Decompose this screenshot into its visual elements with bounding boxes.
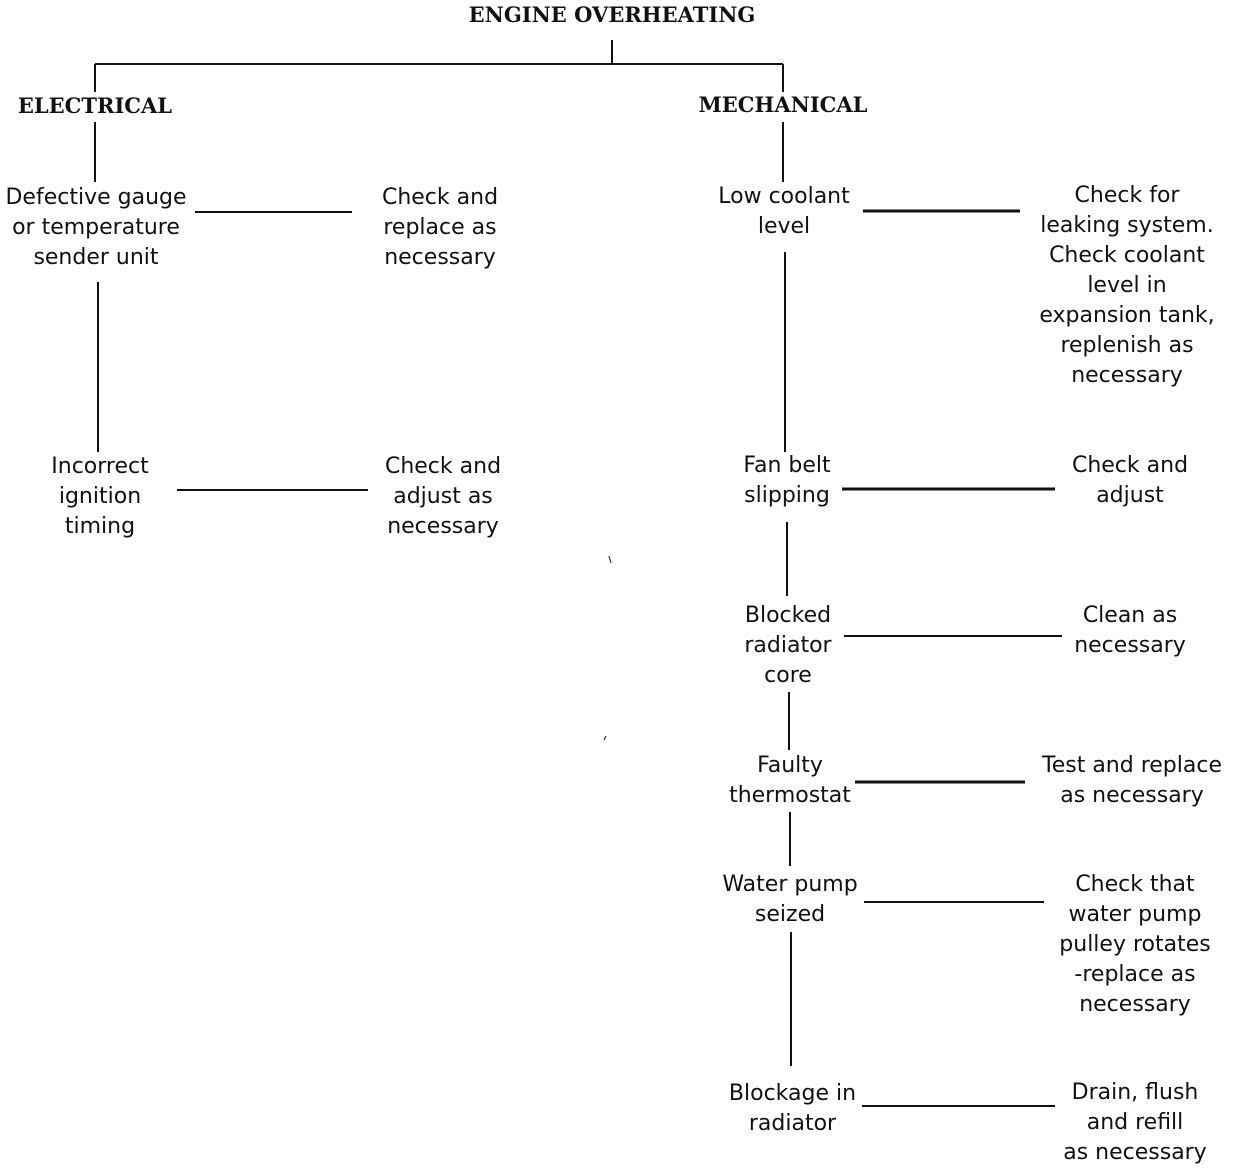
branch-label-mechanical: MECHANICAL [698,92,868,117]
remedy-node: Check for leaking system. Check coolant … [1039,183,1215,388]
remedy-node: Check that water pump pulley rotates -re… [1059,872,1211,1017]
cause-node: Defective gauge or temperature sender un… [5,185,187,270]
cause-node: Low coolant level [718,184,850,239]
scan-mark [608,555,612,564]
diagram-title: ENGINE OVERHEATING [468,2,756,27]
cause-node: Blocked radiator core [744,603,832,688]
remedy-node: Test and replace as necessary [1042,753,1222,808]
remedy-node: Check and replace as necessary [381,185,499,270]
remedy-node: Drain, flush and refill as necessary [1063,1080,1207,1165]
cause-node: Blockage in radiator [728,1081,857,1136]
remedy-node: Clean as necessary [1074,603,1186,658]
remedy-node: Check and adjust [1071,453,1189,508]
cause-node: Faulty thermostat [729,753,851,808]
cause-node: Fan belt slipping [743,453,831,508]
cause-node: Water pump seized [722,872,858,927]
cause-node: Incorrect ignition timing [51,454,149,539]
remedy-node: Check and adjust as necessary [384,454,502,539]
branch-label-electrical: ELECTRICAL [17,93,173,118]
scan-mark [603,735,607,741]
